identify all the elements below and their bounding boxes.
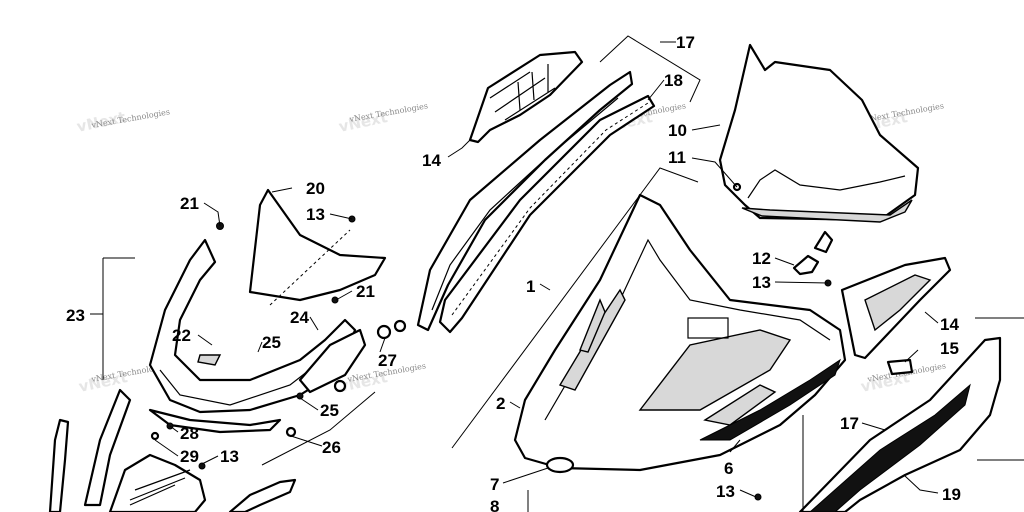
logo-emblem xyxy=(545,456,575,474)
callout-20: 20 xyxy=(306,179,325,198)
callouts: 17 18 14 10 11 12 13 14 15 17 19 1 2 6 7… xyxy=(66,33,961,512)
callout-14-left: 14 xyxy=(422,151,441,170)
callout-11: 11 xyxy=(668,148,686,167)
callout-22: 22 xyxy=(172,326,191,345)
callout-12: 12 xyxy=(752,249,771,268)
callout-13-cowl: 13 xyxy=(306,205,325,224)
watermark-2: vNext Technologies xyxy=(348,101,429,124)
callout-2: 2 xyxy=(496,394,505,413)
callout-1: 1 xyxy=(526,277,535,296)
part-hood xyxy=(513,193,847,474)
leader-lines xyxy=(90,41,939,498)
callout-25-bottom: 25 xyxy=(320,401,339,420)
callout-26: 26 xyxy=(322,438,341,457)
part-side-panel-right xyxy=(840,256,952,360)
callout-17-top: 17 xyxy=(676,33,695,52)
callout-24: 24 xyxy=(290,308,309,327)
callout-27: 27 xyxy=(378,351,397,370)
callout-25-top: 25 xyxy=(262,333,281,352)
part-trim-strips xyxy=(416,70,656,334)
part-vent-upper xyxy=(468,50,584,144)
callout-21-mid: 21 xyxy=(356,282,375,301)
callout-18: 18 xyxy=(664,71,683,90)
callout-17-bottom: 17 xyxy=(840,414,859,433)
hardware xyxy=(150,182,914,501)
part-lower-side xyxy=(798,336,1002,512)
callout-28: 28 xyxy=(180,424,199,443)
callout-23: 23 xyxy=(66,306,85,325)
callout-21-top: 21 xyxy=(180,194,199,213)
callout-14-right: 14 xyxy=(940,315,959,334)
callout-13-bottom: 13 xyxy=(716,482,735,501)
callout-10: 10 xyxy=(668,121,687,140)
callout-13-left: 13 xyxy=(220,447,239,466)
callout-29: 29 xyxy=(180,447,199,466)
part-windshield xyxy=(718,43,920,223)
watermark-1: vNext Technologies xyxy=(90,107,171,130)
callout-19: 19 xyxy=(942,485,961,504)
reference-lines xyxy=(102,35,1024,512)
part-left-cowl xyxy=(148,188,387,434)
callout-6: 6 xyxy=(724,459,733,478)
callout-7: 7 xyxy=(490,475,499,494)
callout-15: 15 xyxy=(940,339,959,358)
callout-8: 8 xyxy=(490,497,499,512)
part-lower-left xyxy=(48,388,297,512)
callout-13-right: 13 xyxy=(752,273,771,292)
